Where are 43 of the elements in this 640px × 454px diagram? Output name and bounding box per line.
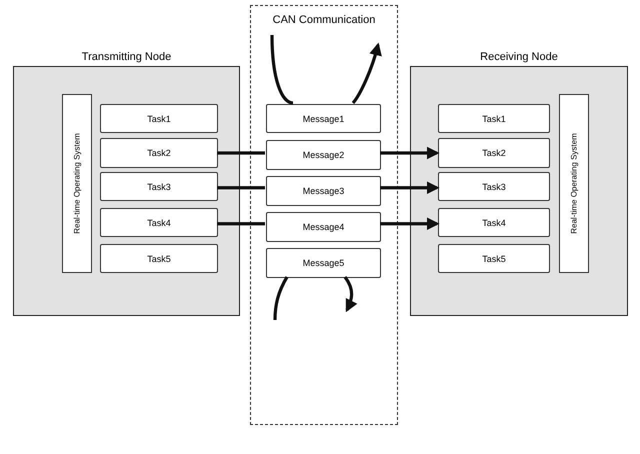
task-box xyxy=(100,244,218,273)
message-box xyxy=(266,176,381,206)
task-label: Task1 xyxy=(147,114,171,124)
node-title: Receiving Node xyxy=(479,51,559,63)
task-box xyxy=(438,138,550,168)
task-label: Task4 xyxy=(147,218,171,228)
task-box xyxy=(438,244,550,273)
communication-band xyxy=(250,5,398,425)
task-label: Task3 xyxy=(482,182,506,192)
arrow xyxy=(380,181,440,194)
task-box xyxy=(438,208,550,237)
task-label: Task5 xyxy=(147,254,171,264)
os-label: Real-time Operating System xyxy=(570,133,578,234)
node-title: CAN Communication xyxy=(272,14,376,26)
message-box xyxy=(266,140,381,170)
message-box xyxy=(266,104,381,133)
message-box xyxy=(266,248,381,278)
task-box xyxy=(438,172,550,201)
message-box xyxy=(266,212,381,242)
node-title: Transmitting Node xyxy=(80,51,172,63)
task-label: Message3 xyxy=(302,186,344,196)
os-bar xyxy=(62,94,92,273)
task-label: Task2 xyxy=(482,148,506,158)
task-label: Message5 xyxy=(302,258,344,268)
task-label: Message4 xyxy=(302,222,344,232)
task-label: Task5 xyxy=(482,254,506,264)
os-label: Real-time Operating System xyxy=(72,133,82,234)
arrow xyxy=(380,146,440,160)
task-label: Task1 xyxy=(482,114,506,124)
task-label: Task2 xyxy=(147,148,171,158)
task-label: Task3 xyxy=(147,182,171,192)
os-bar xyxy=(559,94,589,273)
task-label: Message2 xyxy=(302,150,344,160)
task-box xyxy=(100,172,218,201)
arrow xyxy=(344,276,358,312)
arrow xyxy=(380,217,440,230)
task-box xyxy=(100,138,218,168)
task-box xyxy=(100,208,218,237)
arrow xyxy=(352,42,382,104)
task-label: Task4 xyxy=(482,218,506,228)
task-box xyxy=(438,104,550,133)
task-label: Message1 xyxy=(302,114,344,124)
task-box xyxy=(100,104,218,133)
